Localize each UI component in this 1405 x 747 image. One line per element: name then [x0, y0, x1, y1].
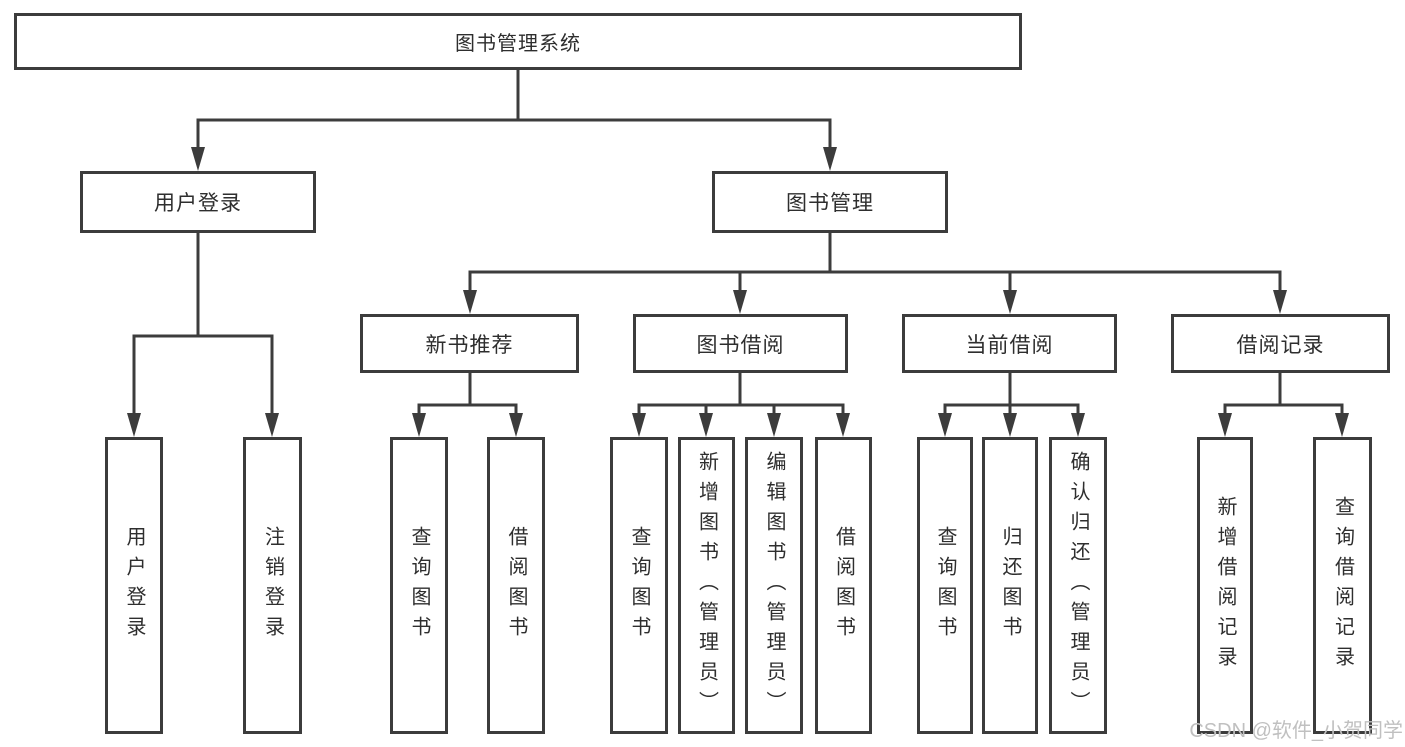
- arrowhead: [938, 413, 952, 437]
- leaf-label: 用户登录: [123, 525, 145, 646]
- arrowhead: [823, 147, 837, 171]
- leaf-label: 查询图书: [934, 525, 956, 646]
- node-label: 当前借阅: [965, 333, 1054, 357]
- arrowhead: [699, 413, 713, 437]
- leaf-label: 编辑图书（管理员）: [763, 450, 785, 721]
- arrowhead: [509, 413, 523, 437]
- node-book-management: 图书管理: [712, 171, 948, 233]
- arrowhead: [767, 413, 781, 437]
- node-book-borrowing: 图书借阅: [633, 314, 848, 373]
- node-label: 图书管理系统: [455, 33, 581, 55]
- arrowhead: [412, 413, 426, 437]
- csdn-watermark: CSDN @软件_小贺同学: [1189, 720, 1403, 742]
- node-borrowing-records: 借阅记录: [1171, 314, 1390, 373]
- leaf-add-books-admin: 新增图书（管理员）: [678, 437, 735, 734]
- node-label: 图书借阅: [696, 333, 785, 357]
- arrowhead: [1071, 413, 1085, 437]
- leaf-label: 查询借阅记录: [1331, 495, 1354, 676]
- arrowhead: [127, 413, 141, 437]
- leaf-borrow-books: 借阅图书: [815, 437, 872, 734]
- leaf-label: 新增图书（管理员）: [695, 450, 718, 721]
- node-label: 借阅记录: [1236, 333, 1325, 357]
- node-library-management-system: 图书管理系统: [14, 13, 1022, 70]
- arrowhead: [463, 290, 477, 314]
- arrowhead: [733, 290, 747, 314]
- node-current-borrowing: 当前借阅: [902, 314, 1117, 373]
- arrowhead: [632, 413, 646, 437]
- arrowhead: [191, 147, 205, 171]
- arrowhead: [836, 413, 850, 437]
- leaf-user-login: 用户登录: [105, 437, 163, 734]
- arrowhead: [265, 413, 279, 437]
- leaf-query-books-current: 查询图书: [917, 437, 973, 734]
- leaf-query-books-recommend: 查询图书: [390, 437, 448, 734]
- leaf-borrow-books-recommend: 借阅图书: [487, 437, 545, 734]
- node-label: 用户登录: [154, 192, 242, 215]
- leaf-label: 借阅图书: [832, 525, 855, 646]
- arrowhead: [1218, 413, 1232, 437]
- leaf-logout: 注销登录: [243, 437, 302, 734]
- node-label: 新书推荐: [425, 333, 514, 357]
- arrowhead: [1003, 290, 1017, 314]
- node-label: 图书管理: [786, 192, 874, 215]
- leaf-query-books-borrow: 查询图书: [610, 437, 668, 734]
- node-new-book-recommendation: 新书推荐: [360, 314, 579, 373]
- leaf-label: 借阅图书: [505, 525, 527, 646]
- leaf-label: 查询图书: [408, 525, 430, 646]
- leaf-confirm-return-admin: 确认归还（管理员）: [1049, 437, 1107, 734]
- leaf-label: 查询图书: [628, 525, 650, 646]
- arrowhead: [1273, 290, 1287, 314]
- leaf-add-borrow-record: 新增借阅记录: [1197, 437, 1253, 734]
- leaf-query-borrow-record: 查询借阅记录: [1313, 437, 1372, 734]
- leaf-label: 确认归还（管理员）: [1067, 450, 1089, 721]
- arrowhead: [1003, 413, 1017, 437]
- arrowhead: [1335, 413, 1349, 437]
- leaf-edit-books-admin: 编辑图书（管理员）: [745, 437, 803, 734]
- leaf-label: 新增借阅记录: [1214, 495, 1236, 676]
- node-user-login: 用户登录: [80, 171, 316, 233]
- leaf-label: 注销登录: [261, 525, 284, 646]
- leaf-return-books: 归还图书: [982, 437, 1038, 734]
- leaf-label: 归还图书: [999, 525, 1021, 646]
